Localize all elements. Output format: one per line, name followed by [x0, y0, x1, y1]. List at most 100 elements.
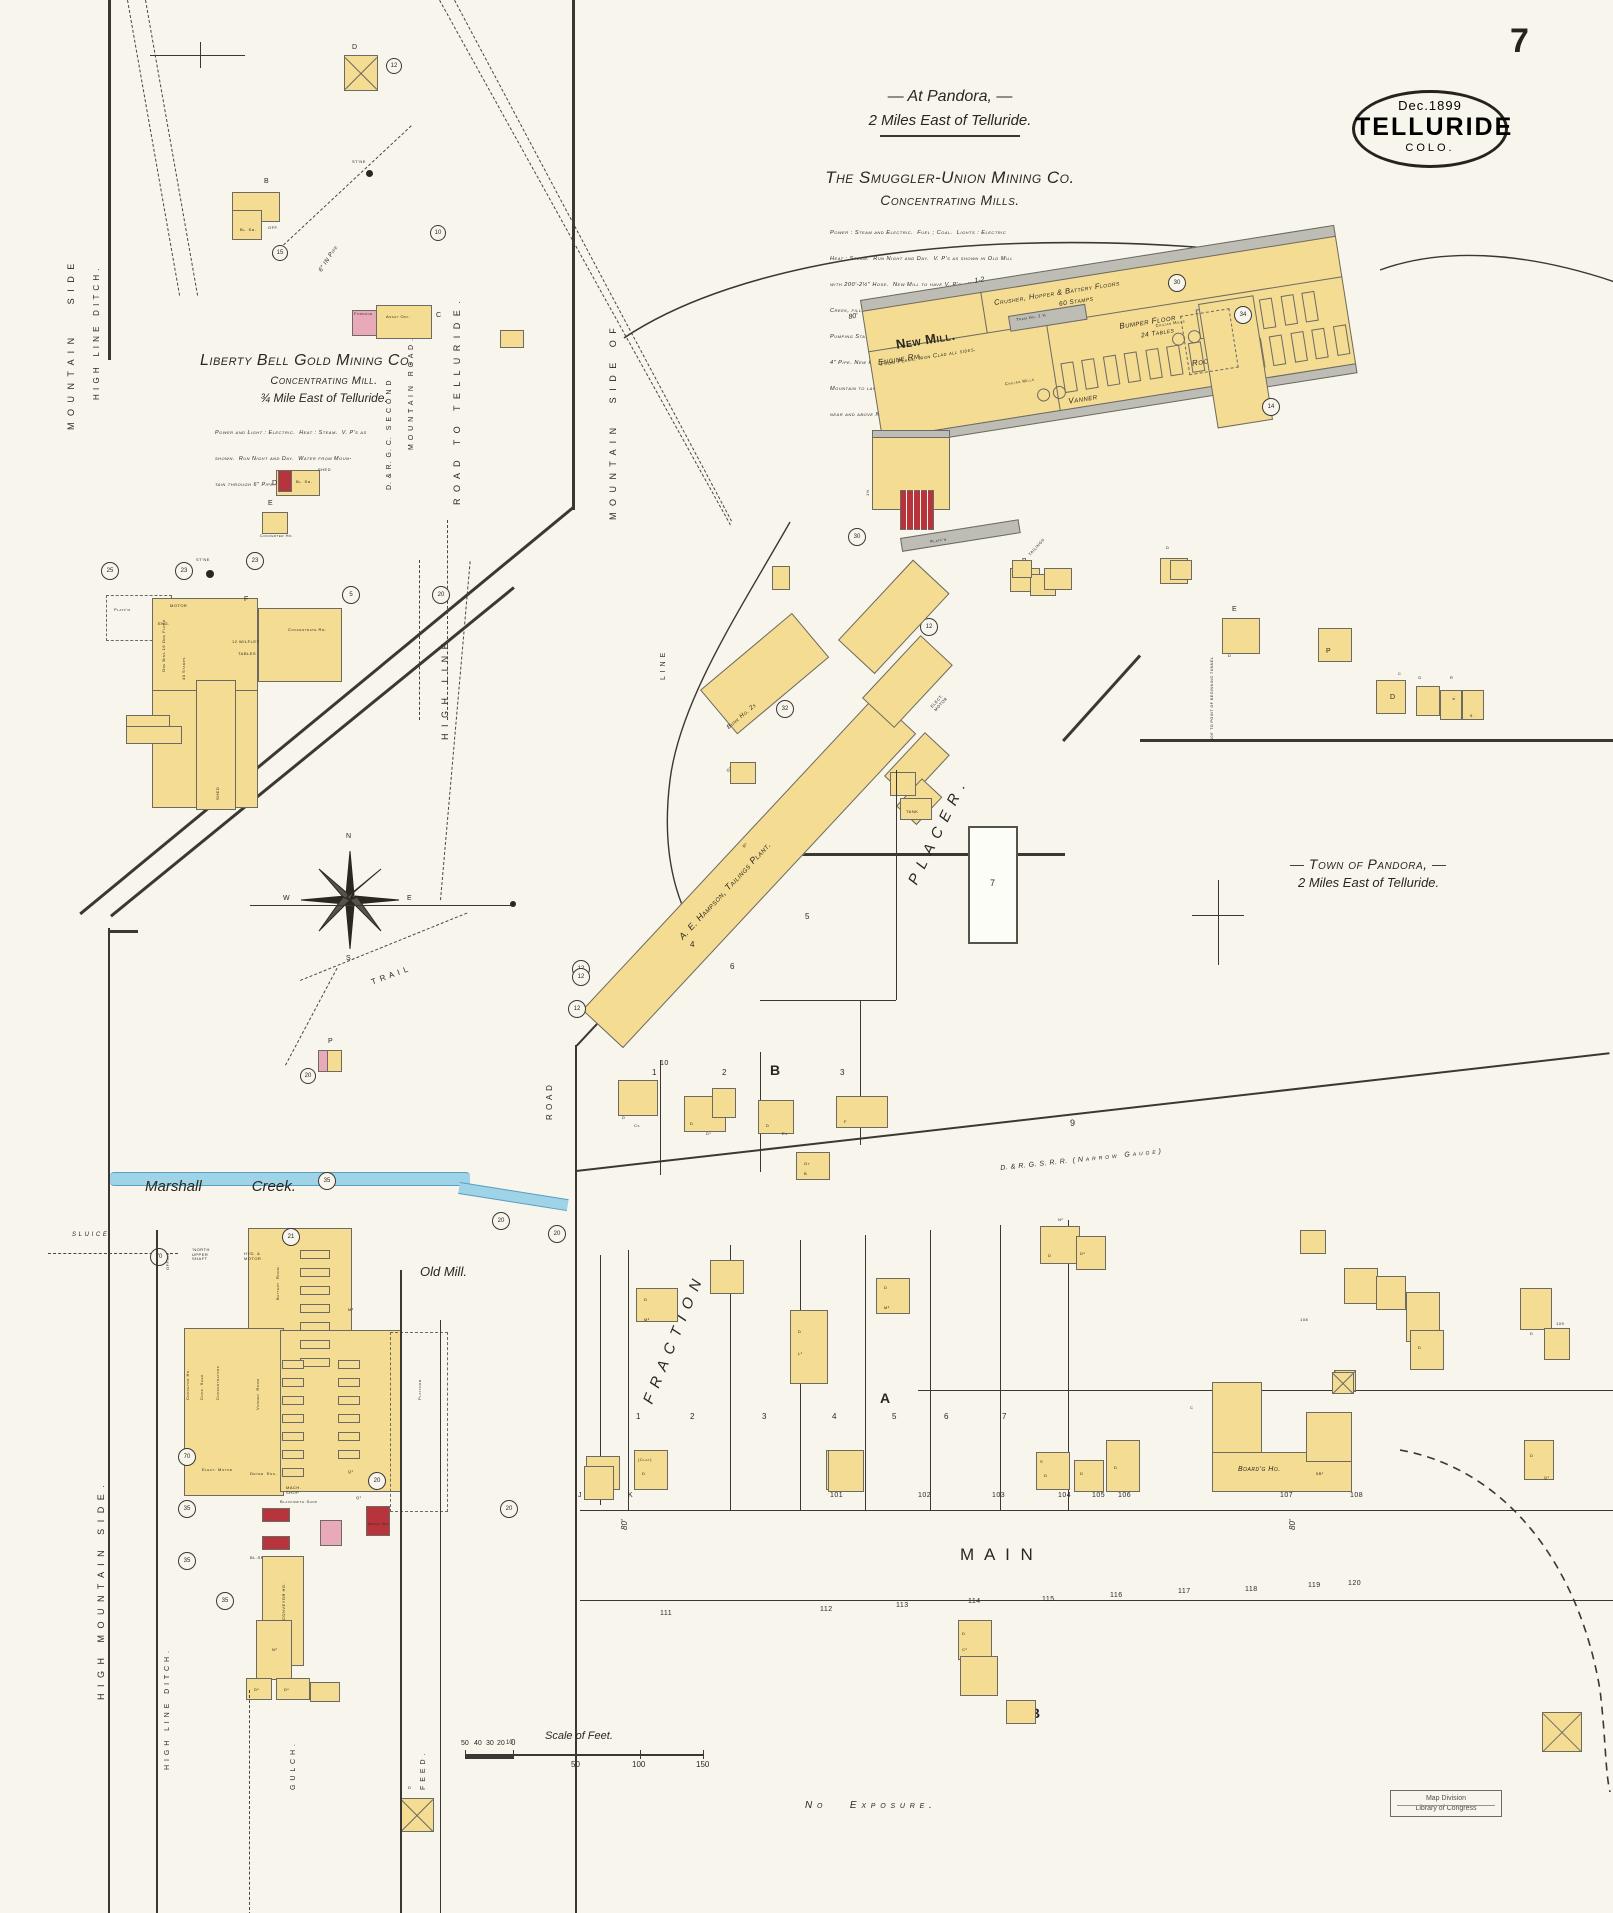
building-letter: P — [1326, 648, 1332, 655]
building — [1524, 1440, 1554, 1480]
town-pandora-line2: 2 Miles East of Telluride. — [1298, 875, 1440, 890]
label-gulch: G U L C H . — [290, 1743, 297, 1790]
building-letter: B — [804, 1171, 808, 1176]
building — [1416, 686, 1440, 716]
building-letter: D¹ — [706, 1131, 712, 1136]
compass-baseline — [250, 905, 515, 906]
boundary-line — [575, 1045, 577, 1913]
building — [1222, 618, 1260, 654]
building-red — [262, 1536, 290, 1550]
building-room-label: ENG. — [158, 621, 170, 626]
placer-lot-number: 6 — [730, 962, 735, 971]
circled-number: 15 — [272, 245, 288, 261]
main-lot-number: 105 — [1092, 1492, 1106, 1499]
building-room-label: Elect. Motor — [202, 1467, 233, 1472]
old-mill-platform — [390, 1332, 448, 1512]
circled-number: 70 — [178, 1448, 196, 1466]
label-dim-80a: 80' — [620, 1519, 629, 1530]
scale-tick-label: 40 — [474, 1740, 482, 1747]
building-room-label: Bl. Sm. — [296, 479, 313, 484]
building-letter: D — [766, 1123, 770, 1128]
fraction-lot-number: 6 — [944, 1412, 949, 1421]
building-letter: D — [408, 1785, 412, 1790]
town-pandora-line1: — Town of Pandora, — — [1290, 856, 1447, 872]
building-room-label: Platform — [417, 1379, 422, 1400]
building-room-label: Platf'm — [114, 607, 131, 612]
pandora-heading-line1: — At Pandora, — — [887, 88, 1013, 105]
building-red — [278, 470, 292, 492]
circled-number: 23 — [246, 552, 264, 570]
north-arrow-cross-2 — [1192, 915, 1244, 916]
placer-lot-number: 3 — [840, 1068, 845, 1077]
boundary-line — [108, 0, 111, 360]
liberty-bell-company-name: Liberty Bell Gold Mining Co. — [200, 352, 414, 369]
main-lot-number-south: 114 — [968, 1598, 981, 1605]
scale-tick-label: 10 — [506, 1740, 513, 1746]
main-lot-number: 102 — [918, 1492, 932, 1499]
building — [232, 210, 262, 240]
main-lot-number-south: 119 — [1308, 1582, 1321, 1589]
boundary-line — [572, 0, 575, 510]
building-room-label: M² — [348, 1307, 354, 1312]
building-letter: (Clay) — [638, 1457, 653, 1462]
building — [758, 1100, 794, 1134]
building — [1012, 560, 1032, 578]
main-lot-number-south: 116 — [1110, 1592, 1123, 1599]
building-letter: D² — [1080, 1251, 1086, 1256]
scale-bar: Scale of Feet. 50 40 30 20 10 0 50 100 1… — [455, 1730, 755, 1780]
building-room-label: Furnace — [354, 311, 373, 316]
main-lot-number-south: 120 — [1348, 1580, 1362, 1587]
label-dim-1-d: 1-2 — [973, 276, 986, 285]
building-letter: D — [1044, 1473, 1048, 1478]
building-room-label: Battery Room — [275, 1266, 280, 1300]
building — [310, 1682, 340, 1702]
building-room-label: OFF. — [268, 225, 279, 230]
north-arrow-cross — [200, 42, 201, 68]
main-lot-number: J — [578, 1492, 582, 1499]
circled-number: 20 — [500, 1500, 518, 1518]
dashed-track — [419, 560, 420, 720]
building-letter: N² — [272, 1647, 278, 1652]
compass-north-label: N — [346, 833, 352, 840]
building-converter — [262, 512, 288, 534]
building-pink — [318, 1050, 328, 1072]
scale-tick-label: 50 — [571, 1760, 580, 1769]
boundary-line — [1062, 654, 1142, 743]
note-pipe-line: 100' TO POINT OF BEGINNING TUNNEL — [1210, 656, 1214, 740]
label-high-line-lower: H I G H L I N E D I T C H . — [164, 1650, 171, 1770]
building-letter: D — [644, 1297, 648, 1302]
label-block-a: A — [880, 1390, 891, 1406]
building — [960, 1656, 998, 1696]
circled-number: 20 — [368, 1472, 386, 1490]
building-room-label: Ore Bins 16 Ore Floor — [161, 619, 166, 672]
main-lot-number: K — [628, 1492, 634, 1499]
building-room-label: TANK — [906, 809, 919, 814]
main-lot-number-south: 115 — [1042, 1596, 1055, 1603]
building-letter: D — [884, 1285, 888, 1290]
stamp-cells — [300, 1250, 330, 1376]
building-letter: F — [244, 596, 249, 603]
main-lot-number: 107 — [1280, 1492, 1294, 1499]
boundary-line — [108, 928, 110, 1913]
building-room-label: Concentrate Rm. — [288, 627, 327, 632]
building — [790, 1310, 828, 1384]
compass-east-label: E — [407, 895, 413, 902]
placer-lot-number: 10 — [660, 1060, 669, 1067]
building — [958, 1620, 992, 1660]
building-room-label: Dryer Eng. — [250, 1471, 278, 1476]
building-room-label: Assay Ho. — [368, 1521, 391, 1526]
building-room-label: Converter Ho. — [260, 533, 294, 538]
pandora-heading-line2: 2 Miles East of Telluride. — [868, 112, 1032, 129]
building-room-label: Vanner Room — [255, 1378, 260, 1410]
building-letter: N² — [1058, 1217, 1064, 1222]
building-room-label: MOTOR — [170, 603, 188, 608]
building — [1044, 568, 1072, 590]
building-letter: Cs — [634, 1123, 640, 1128]
building-letter: D — [1390, 694, 1396, 701]
building-assay-house — [366, 1506, 390, 1536]
building-room-label: HYD. &MOTOR — [244, 1251, 262, 1261]
label-road-to-telluride: R O A D T O T E L L U R I D E . — [452, 299, 462, 505]
placer-lot-number: 9 — [1070, 1118, 1076, 1128]
table-cells — [338, 1360, 360, 1468]
